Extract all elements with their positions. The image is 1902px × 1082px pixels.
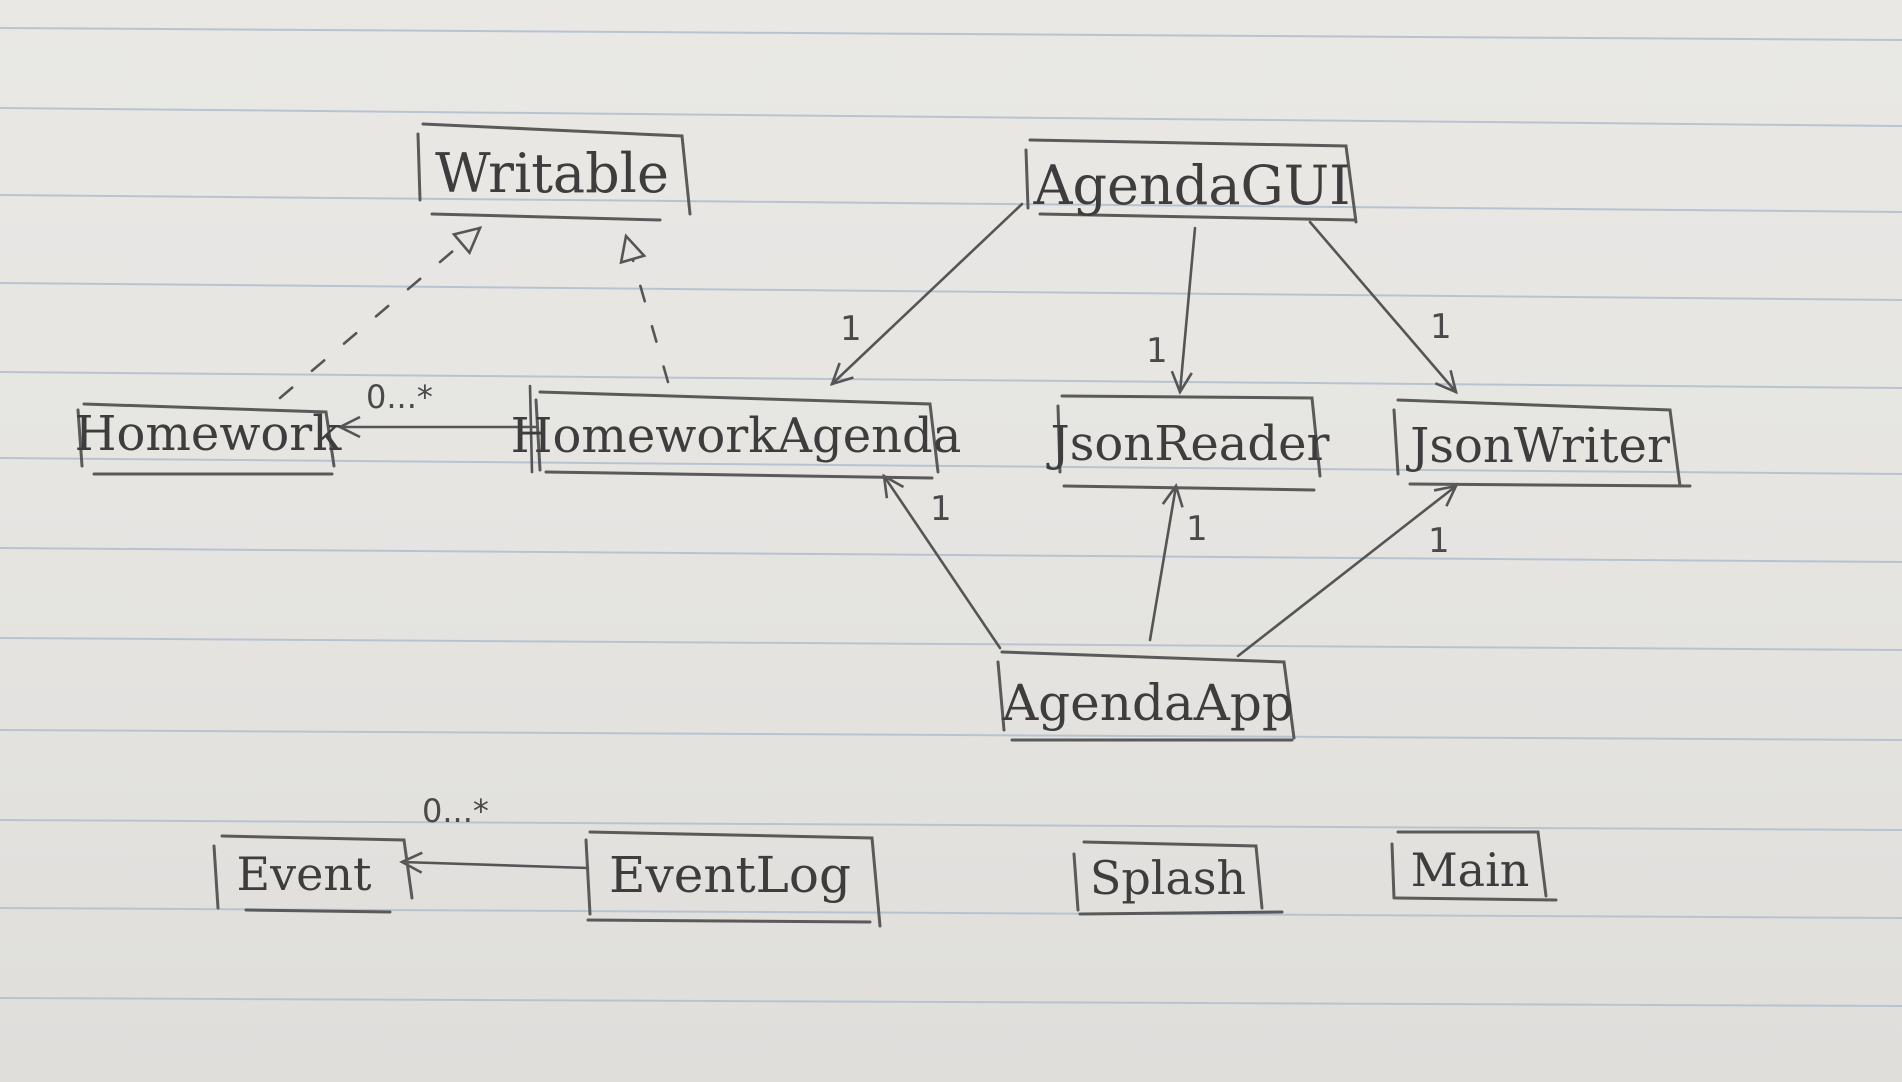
gui-to-homework-agenda-edge xyxy=(829,202,1024,386)
gui-to-json-writer-edge xyxy=(1308,220,1458,395)
multiplicity-app-json-writer: 1 xyxy=(1428,521,1450,561)
gui-to-json-reader-edge xyxy=(1170,226,1197,395)
app-to-json-reader-edge xyxy=(1148,483,1184,642)
homework-agenda-implements-writable-edge xyxy=(619,233,670,384)
multiplicity-homework-agenda-homework: 0...* xyxy=(366,378,433,416)
app-to-homework-agenda-edge xyxy=(882,473,1002,650)
multiplicity-gui-homework-agenda: 1 xyxy=(840,309,862,349)
multiplicity-app-json-reader: 1 xyxy=(1186,509,1208,549)
edge-tail-tick xyxy=(528,384,534,474)
class-agenda-app-label: AgendaApp xyxy=(1001,674,1294,732)
multiplicity-app-homework-agenda: 1 xyxy=(930,489,952,529)
class-homework-agenda: HomeworkAgenda xyxy=(511,390,962,480)
homework-implements-writable-edge xyxy=(278,226,483,400)
class-homework-agenda-label: HomeworkAgenda xyxy=(511,408,962,464)
multiplicity-event-log-event: 0...* xyxy=(422,792,489,830)
class-event-log-label: EventLog xyxy=(609,846,851,904)
class-event: Event xyxy=(212,834,414,914)
class-homework: Homework xyxy=(75,402,343,476)
class-writable-label: Writable xyxy=(435,142,669,205)
class-main-label: Main xyxy=(1411,843,1530,897)
class-json-reader: JsonReader xyxy=(1046,394,1330,492)
class-event-log: EventLog xyxy=(584,830,882,928)
class-splash: Splash xyxy=(1072,840,1284,916)
class-json-reader-label: JsonReader xyxy=(1046,416,1330,472)
class-agenda-app: AgendaApp xyxy=(996,650,1296,742)
app-to-json-writer-edge xyxy=(1236,484,1459,658)
class-homework-label: Homework xyxy=(75,406,343,462)
class-main: Main xyxy=(1390,830,1558,902)
class-agenda-gui-label: AgendaGUI xyxy=(1032,154,1350,217)
class-writable: Writable xyxy=(416,122,692,222)
class-json-writer: JsonWriter xyxy=(1392,398,1692,488)
multiplicity-gui-json-reader: 1 xyxy=(1146,331,1168,371)
class-event-label: Event xyxy=(237,847,372,901)
class-json-writer-label: JsonWriter xyxy=(1405,418,1670,474)
multiplicity-gui-json-writer: 1 xyxy=(1430,307,1452,347)
class-agenda-gui: AgendaGUI xyxy=(1024,138,1358,224)
event-log-to-event-edge xyxy=(399,851,590,874)
class-splash-label: Splash xyxy=(1090,851,1246,905)
